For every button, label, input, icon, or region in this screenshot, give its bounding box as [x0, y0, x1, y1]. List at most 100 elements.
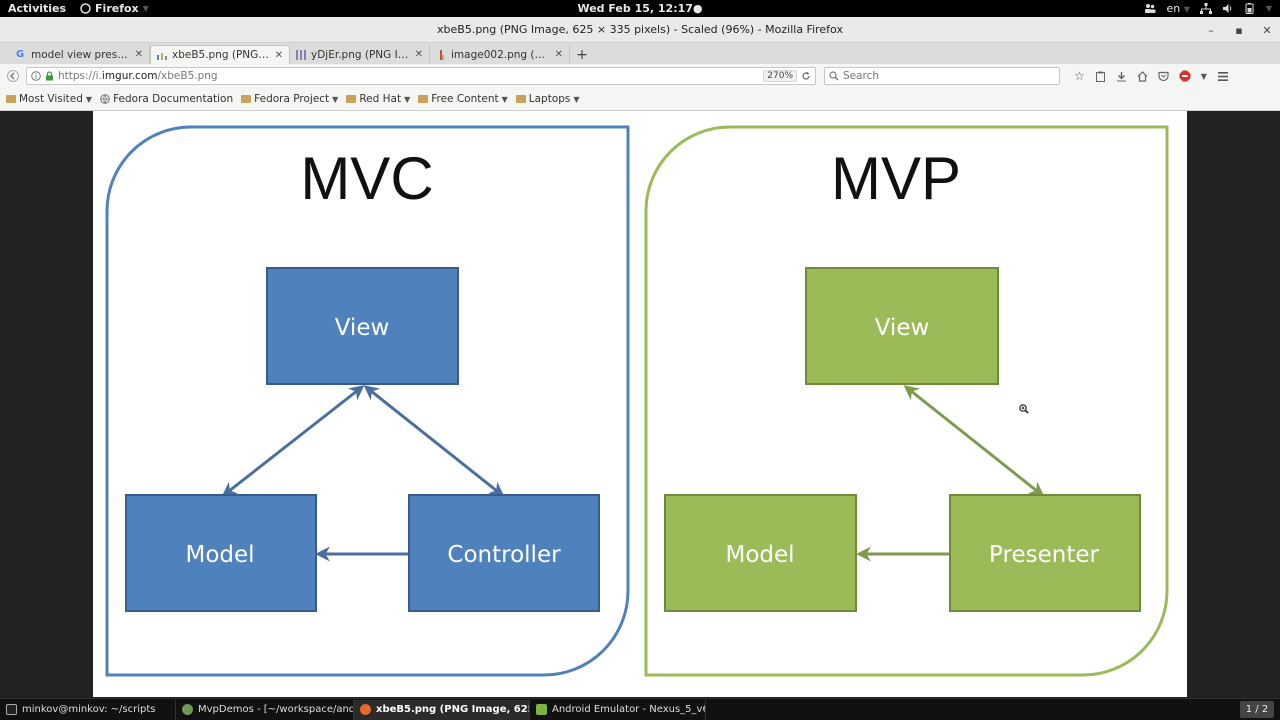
- mvc-mvp-diagram: MVC View Model Controller: [105, 125, 1169, 677]
- task-title: minkov@minkov: ~/scripts: [22, 704, 156, 715]
- people-icon[interactable]: [1144, 3, 1156, 14]
- volume-icon[interactable]: [1222, 3, 1234, 14]
- globe-icon: [100, 94, 110, 104]
- mvc-frame: [105, 125, 630, 677]
- image-favicon-icon: [440, 49, 444, 60]
- task-terminal[interactable]: minkov@minkov: ~/scripts: [0, 699, 176, 720]
- task-title: MvpDemos - [~/workspace/androi...: [198, 704, 354, 715]
- folder-icon: [515, 95, 526, 103]
- network-icon[interactable]: [1199, 3, 1212, 14]
- mvp-frame: [644, 125, 1169, 677]
- search-input[interactable]: [843, 70, 1043, 82]
- bookmark-free-content[interactable]: Free Content▼: [418, 93, 508, 105]
- system-menu-chevron-icon[interactable]: ▼: [1265, 4, 1272, 13]
- back-arrow-icon: [7, 70, 19, 82]
- new-tab-button[interactable]: +: [576, 46, 588, 63]
- folder-icon: [346, 95, 357, 103]
- tab-close-icon[interactable]: ✕: [554, 49, 563, 60]
- mvc-controller-label: Controller: [447, 542, 561, 568]
- bookmark-fedora-documentation[interactable]: Fedora Documentation: [100, 93, 233, 105]
- chevron-down-icon: ▼: [404, 94, 411, 104]
- tab-model-view-presenter[interactable]: G model view presenter... ✕: [10, 45, 150, 64]
- task-android-emulator[interactable]: Android Emulator - Nexus_5_v6.0:...: [530, 699, 706, 720]
- maximize-icon[interactable]: ▪: [1235, 23, 1243, 37]
- adblock-icon[interactable]: [1179, 70, 1191, 82]
- tab-xbeb5-png[interactable]: xbeB5.png (PNG Ima... ✕: [150, 45, 290, 64]
- task-android-studio[interactable]: MvpDemos - [~/workspace/androi...: [176, 699, 354, 720]
- bookmark-label: Laptops: [528, 93, 571, 105]
- navigation-toolbar: https://i.imgur.com/xbeB5.png 270% ☆ ▼: [0, 64, 1280, 88]
- pocket-icon[interactable]: [1158, 71, 1169, 82]
- chevron-down-icon[interactable]: ▼: [1200, 71, 1207, 81]
- language-label: en: [1166, 2, 1181, 15]
- tab-title: xbeB5.png (PNG Ima...: [172, 49, 270, 61]
- info-icon[interactable]: [31, 71, 41, 81]
- bookmarks-toolbar: Most Visited▼ Fedora Documentation Fedor…: [0, 88, 1280, 111]
- gnome-top-bar: Activities Firefox ▼ Wed Feb 15, 12:17● …: [0, 0, 1280, 17]
- chevron-down-icon: ▼: [1183, 5, 1190, 14]
- chevron-down-icon: ▼: [573, 94, 580, 104]
- tab-close-icon[interactable]: ✕: [274, 49, 283, 61]
- tab-title: yDjEr.png (PNG Imag...: [311, 48, 410, 61]
- search-bar[interactable]: [824, 67, 1060, 85]
- reload-icon[interactable]: [801, 71, 811, 81]
- download-icon[interactable]: [1116, 71, 1127, 82]
- clock[interactable]: Wed Feb 15, 12:17●: [577, 2, 703, 15]
- home-icon[interactable]: [1137, 70, 1148, 82]
- battery-icon[interactable]: [1244, 3, 1256, 14]
- chevron-down-icon: ▼: [332, 94, 339, 104]
- url-bar[interactable]: https://i.imgur.com/xbeB5.png 270%: [26, 67, 816, 85]
- mvc-model-label: Model: [185, 542, 254, 568]
- bookmark-fedora-project[interactable]: Fedora Project▼: [241, 93, 338, 105]
- zoom-in-cursor-icon: [1019, 404, 1029, 414]
- url-prefix: https://i.: [58, 70, 102, 82]
- tab-close-icon[interactable]: ✕: [414, 49, 423, 60]
- workspace-pager[interactable]: 1 / 2: [1240, 701, 1274, 718]
- folder-icon: [241, 95, 252, 103]
- task-firefox[interactable]: xbeB5.png (PNG Image, 625 × 33...: [354, 699, 530, 720]
- mvc-controller-box: Controller: [408, 494, 600, 612]
- displayed-image[interactable]: MVC View Model Controller: [93, 111, 1187, 697]
- clipboard-icon[interactable]: [1095, 71, 1106, 82]
- mvp-view-label: View: [875, 315, 930, 341]
- task-title: xbeB5.png (PNG Image, 625 × 33...: [376, 704, 529, 715]
- bookmark-laptops[interactable]: Laptops▼: [515, 93, 580, 105]
- bookmark-label: Free Content: [431, 93, 499, 105]
- back-button[interactable]: [4, 67, 22, 85]
- emulator-icon: [536, 704, 547, 715]
- image-favicon-icon: [157, 53, 167, 60]
- window-title-bar: xbeB5.png (PNG Image, 625 × 335 pixels) …: [0, 17, 1280, 43]
- mvc-model-box: Model: [125, 494, 317, 612]
- tab-close-icon[interactable]: ✕: [134, 49, 143, 60]
- activities-button[interactable]: Activities: [8, 2, 67, 15]
- mvc-title: MVC: [300, 145, 433, 212]
- tab-ydjer-png[interactable]: yDjEr.png (PNG Imag... ✕: [290, 45, 430, 64]
- app-menu[interactable]: Firefox ▼: [80, 2, 149, 15]
- image-favicon-icon: [296, 49, 306, 60]
- bookmark-label: Red Hat: [359, 93, 402, 105]
- bookmark-red-hat[interactable]: Red Hat▼: [346, 93, 410, 105]
- google-favicon-icon: G: [16, 48, 25, 60]
- android-studio-icon: [182, 704, 193, 715]
- toolbar-icons: ☆ ▼: [1074, 69, 1229, 83]
- minimize-icon[interactable]: –: [1208, 23, 1214, 37]
- bookmark-label: Fedora Project: [254, 93, 330, 105]
- tab-title: image002.png (PNG I...: [451, 48, 550, 61]
- bookmark-star-icon[interactable]: ☆: [1074, 69, 1085, 83]
- firefox-icon: [360, 704, 371, 715]
- tab-title: model view presenter...: [31, 48, 130, 61]
- zoom-indicator[interactable]: 270%: [763, 70, 797, 82]
- bookmark-most-visited[interactable]: Most Visited▼: [6, 93, 92, 105]
- task-title: Android Emulator - Nexus_5_v6.0:...: [552, 704, 705, 715]
- url-path: /xbeB5.png: [157, 70, 218, 82]
- tab-image002-png[interactable]: image002.png (PNG I... ✕: [430, 45, 570, 64]
- close-icon[interactable]: ✕: [1262, 23, 1272, 37]
- mvp-panel: MVP View Model Presenter: [644, 125, 1169, 677]
- language-indicator[interactable]: en ▼: [1166, 2, 1189, 15]
- terminal-icon: [6, 704, 17, 715]
- hamburger-menu-icon[interactable]: [1217, 71, 1229, 82]
- mvp-title: MVP: [831, 145, 961, 212]
- url-text: https://i.imgur.com/xbeB5.png: [58, 70, 759, 82]
- chevron-down-icon: ▼: [501, 94, 508, 104]
- lock-icon[interactable]: [45, 71, 54, 81]
